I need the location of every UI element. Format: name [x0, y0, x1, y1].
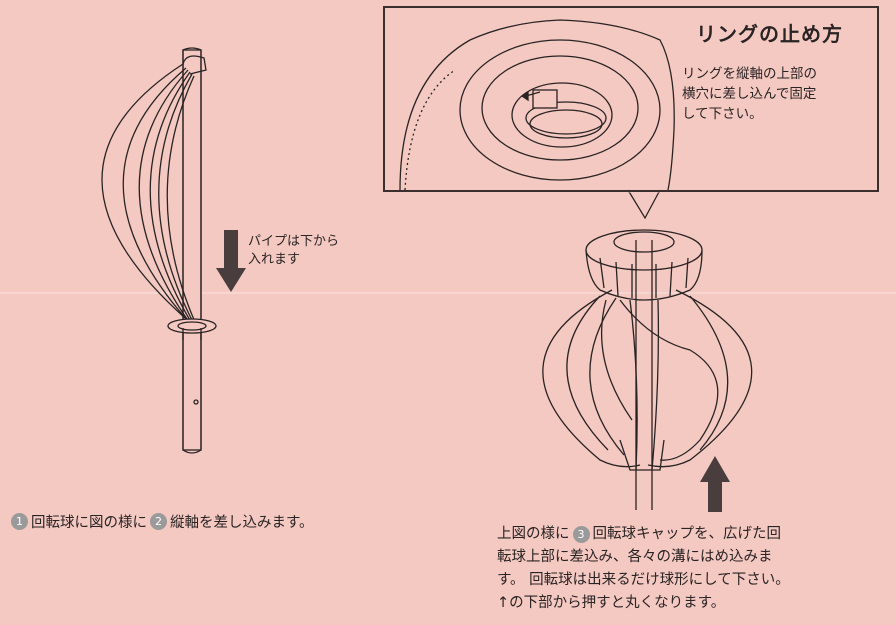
- callout-title: リングの止め方: [696, 22, 843, 46]
- half-sphere-illustration: [101, 47, 217, 454]
- step-text: 回転球に図の様に: [31, 515, 147, 531]
- step-badge: 3: [572, 525, 590, 543]
- ring-fixing-detail-illustration: [399, 19, 675, 191]
- callout-line: して下さい。: [682, 106, 763, 122]
- step-badge: 2: [150, 513, 167, 530]
- note-line: 入れます: [248, 252, 301, 267]
- ring-fixing-callout: [383, 6, 879, 192]
- callout-line: リングを縦軸の上部の: [682, 66, 817, 82]
- step-badge: 1: [11, 513, 28, 530]
- step-text: ↑の下部から押すと丸くなります。: [497, 595, 726, 611]
- step-text: 縦軸を差し込みます。: [170, 515, 314, 531]
- step-text: す。 回転球は出来るだけ球形にして下さい。: [497, 572, 790, 588]
- pipe-insert-note: パイプは下から 入れます: [248, 233, 339, 269]
- step-1-instruction: 1 回転球に図の様に 2 縦軸を差し込みます。: [8, 511, 314, 532]
- step-text: 上図の様に: [497, 526, 570, 542]
- sphere-illustration: [542, 229, 753, 510]
- paper-fold-line: [0, 292, 896, 294]
- step-text: 転球上部に差込み、各々の溝にはめ込みま: [497, 549, 773, 565]
- callout-description: リングを縦軸の上部の 横穴に差し込んで固定 して下さい。: [682, 64, 872, 124]
- down-arrow-icon: [216, 230, 246, 292]
- callout-line: 横穴に差し込んで固定: [682, 86, 817, 102]
- note-line: パイプは下から: [248, 234, 340, 249]
- up-arrow-icon: [700, 456, 730, 512]
- step-text: 回転球キャップを、広げた回: [592, 526, 782, 542]
